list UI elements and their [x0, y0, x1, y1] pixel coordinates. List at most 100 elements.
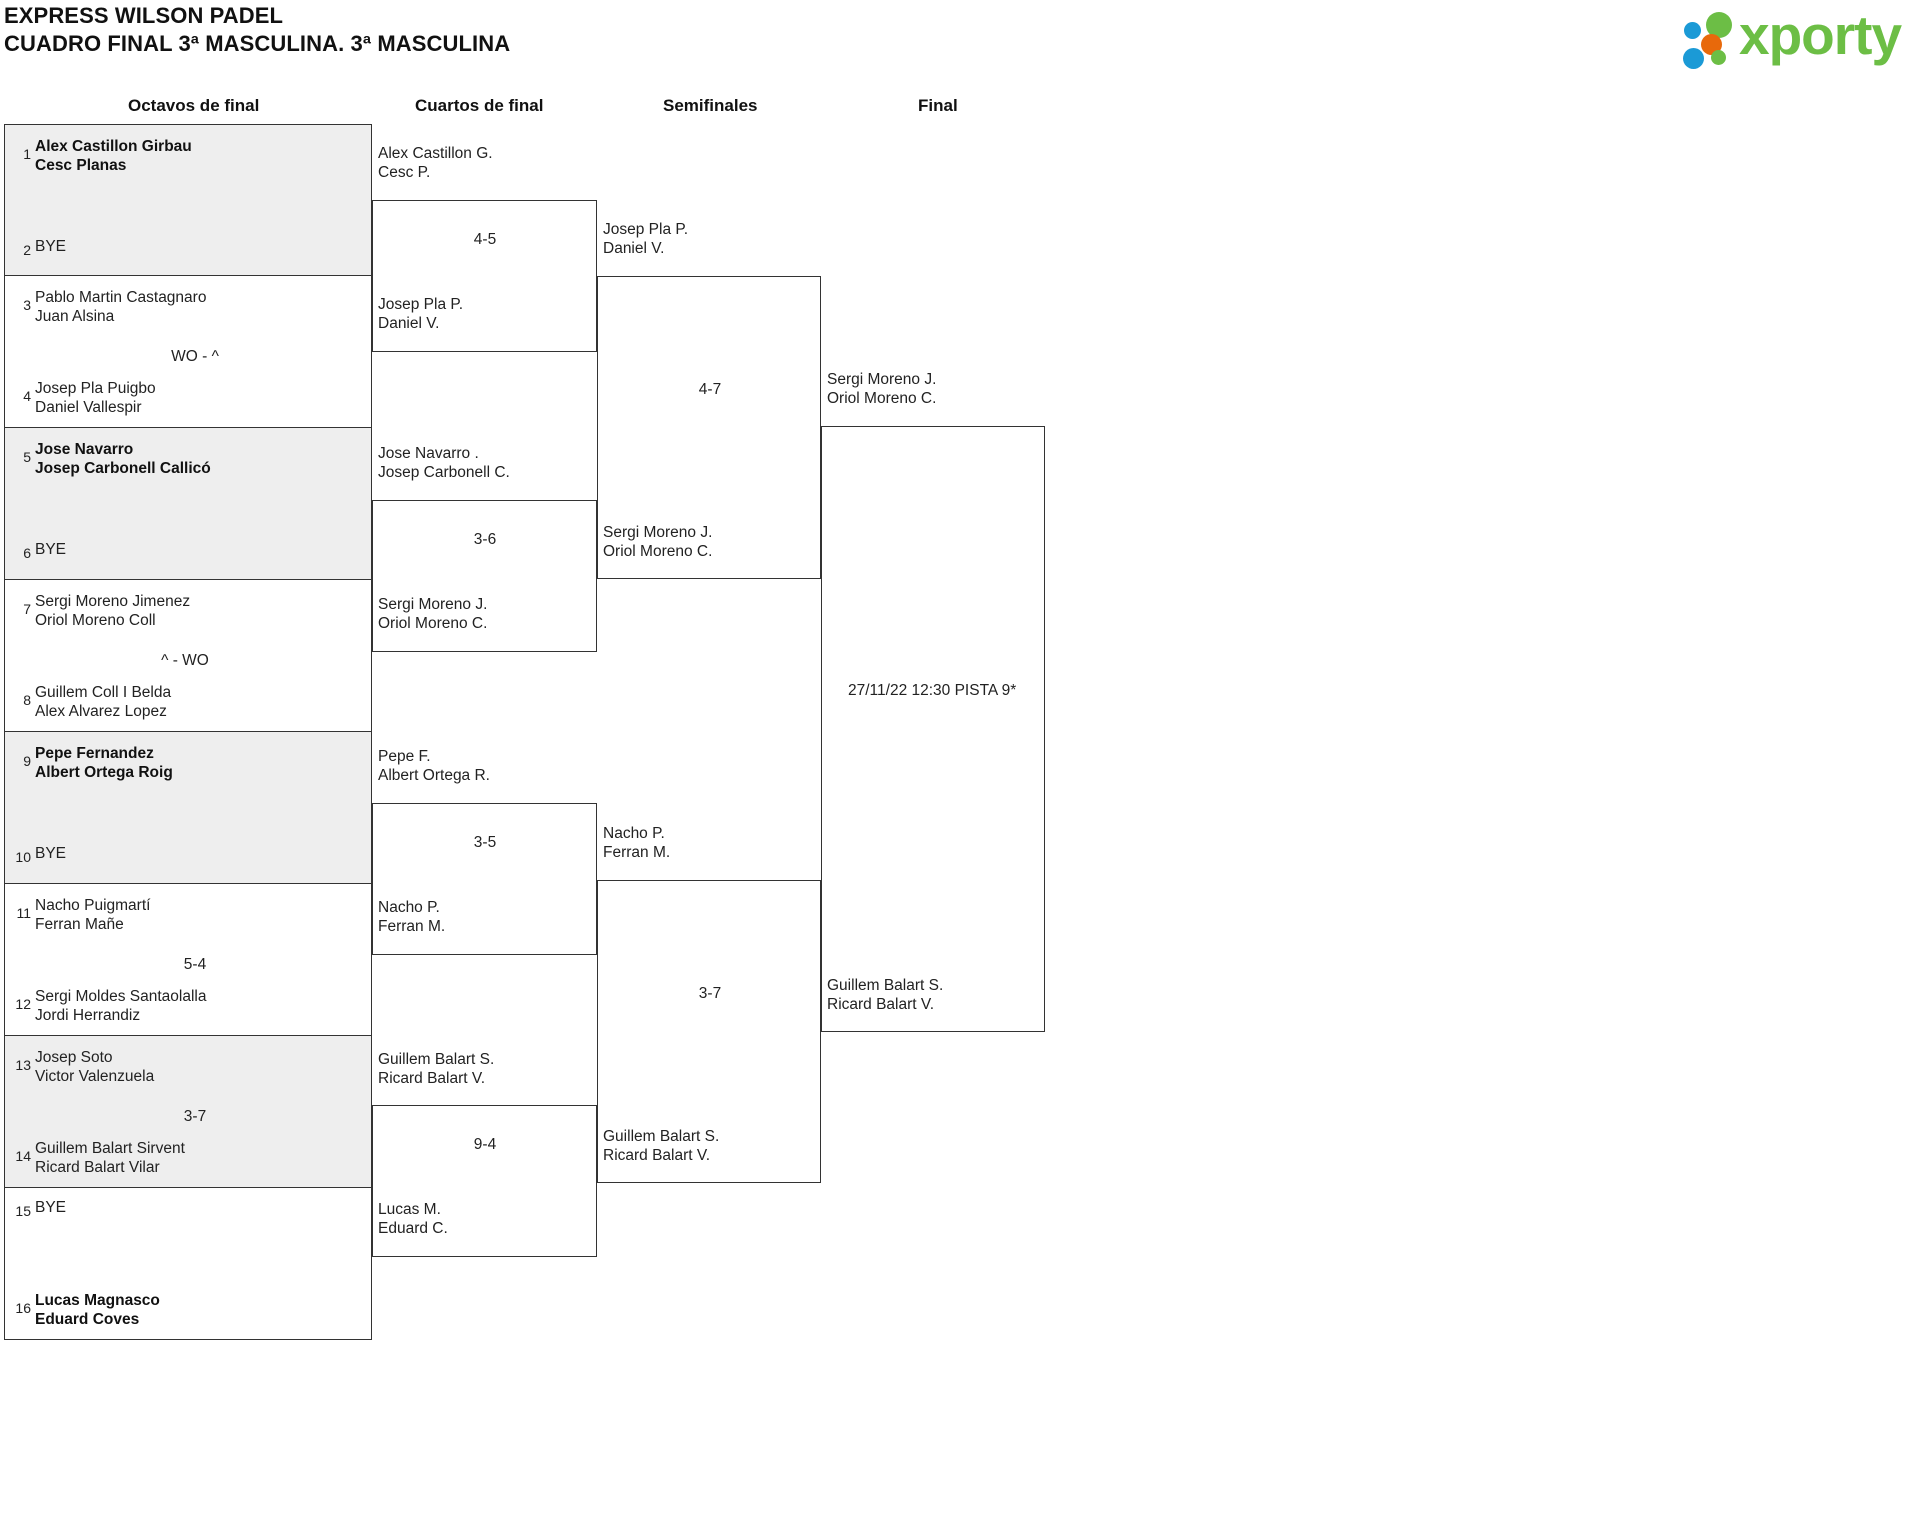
finalist-team[interactable]: Sergi Moreno J. Oriol Moreno C. [827, 370, 936, 408]
player-names: Pepe Fernandez Albert Ortega Roig [35, 744, 173, 782]
bye-label: BYE [35, 1199, 67, 1216]
seed-number: 10 [15, 849, 31, 865]
player-name-2: Alex Alvarez Lopez [35, 703, 167, 720]
player-names: Josep Soto Victor Valenzuela [35, 1048, 154, 1086]
player-name-2: Oriol Moreno C. [378, 615, 488, 632]
player-name-1: Alex Castillon G. [378, 145, 493, 162]
player-name-2: Cesc Planas [35, 157, 127, 174]
player-name-1: Sergi Moreno J. [378, 596, 488, 613]
player-name-2: Josep Carbonell Callicó [35, 460, 211, 477]
player-name-1: Josep Soto [35, 1049, 113, 1066]
player-names: Sergi Moreno Jimenez Oriol Moreno Coll [35, 592, 190, 630]
advancing-team[interactable]: Pepe F. Albert Ortega R. [378, 747, 490, 785]
player-name-2: Victor Valenzuela [35, 1068, 155, 1085]
seed-number: 13 [15, 1057, 31, 1073]
match-score: 3-7 [698, 985, 722, 1002]
seed-number: 11 [16, 905, 31, 921]
match-score: 4-7 [698, 381, 722, 398]
seed-number: 12 [15, 996, 31, 1012]
advancing-team[interactable]: Josep Pla P. Daniel V. [603, 220, 688, 258]
bracket-slot[interactable]: 13 Josep Soto Victor Valenzuela 3-7 14 G… [4, 1036, 372, 1188]
player-name-1: Guillem Coll I Belda [35, 684, 172, 701]
player-name-1: Jose Navarro [35, 441, 134, 458]
advancing-team[interactable]: Lucas M. Eduard C. [378, 1200, 448, 1238]
advancing-team[interactable]: Nacho P. Ferran M. [603, 824, 670, 862]
advancing-team[interactable]: Jose Navarro . Josep Carbonell C. [378, 444, 510, 482]
advancing-team[interactable]: Sergi Moreno J. Oriol Moreno C. [378, 595, 487, 633]
player-name-1: Sergi Moldes Santaolalla [35, 988, 207, 1005]
player-name-2: Jordi Herrandiz [35, 1007, 141, 1024]
bracket-slot[interactable]: 5 Jose Navarro Josep Carbonell Callicó 6… [4, 428, 372, 580]
logo-dots-icon [1683, 12, 1743, 69]
player-names: Alex Castillon Girbau Cesc Planas [35, 137, 192, 175]
advancing-team[interactable]: Alex Castillon G. Cesc P. [378, 144, 493, 182]
bracket-connector [821, 426, 1045, 1032]
advancing-team[interactable]: Guillem Balart S. Ricard Balart V. [603, 1127, 719, 1165]
player-name-2: Oriol Moreno Coll [35, 612, 156, 629]
player-name-2: Ricard Balart Vilar [35, 1159, 160, 1176]
player-names: Lucas Magnasco Eduard Coves [35, 1291, 160, 1329]
bracket-slot[interactable]: 1 Alex Castillon Girbau Cesc Planas 2 BY… [4, 124, 372, 276]
advancing-team[interactable]: Josep Pla P. Daniel V. [378, 295, 463, 333]
seed-number: 4 [23, 388, 31, 404]
bye-label: BYE [35, 238, 67, 255]
player-name-2: Ricard Balart V. [603, 1147, 711, 1164]
seed-number: 6 [23, 545, 31, 561]
xporty-logo: xporty [1683, 4, 1908, 69]
player-name-1: Lucas Magnasco [35, 1292, 160, 1309]
advancing-team[interactable]: Guillem Balart S. Ricard Balart V. [378, 1050, 494, 1088]
match-score: ^ - WO [161, 652, 209, 669]
player-names: Sergi Moldes Santaolalla Jordi Herrandiz [35, 987, 206, 1025]
player-name-2: Albert Ortega Roig [35, 764, 173, 781]
logo-dot-blue-large-icon [1683, 48, 1704, 69]
final-schedule: 27/11/22 12:30 PISTA 9* [848, 682, 1017, 699]
player-name-1: Sergi Moreno J. [603, 524, 713, 541]
bracket-connector [372, 200, 597, 352]
match-score: 3-5 [473, 834, 497, 851]
player-names: Jose Navarro Josep Carbonell Callicó [35, 440, 211, 478]
bracket-connector [372, 803, 597, 955]
bracket-connector [597, 880, 821, 1183]
player-name-1: Nacho P. [378, 899, 440, 916]
player-name-1: Pepe F. [378, 748, 431, 765]
player-name-1: Jose Navarro . [378, 445, 479, 462]
player-name-1: Sergi Moreno Jimenez [35, 593, 191, 610]
player-name-2: Daniel V. [378, 315, 440, 332]
bracket-slot[interactable]: 15 BYE 16 Lucas Magnasco Eduard Coves [4, 1188, 372, 1340]
bracket-slot[interactable]: 11 Nacho Puigmartí Ferran Mañe 5-4 12 Se… [4, 884, 372, 1036]
bracket-slot[interactable]: 3 Pablo Martin Castagnaro Juan Alsina WO… [4, 276, 372, 428]
player-name-2: Josep Carbonell C. [378, 464, 510, 481]
advancing-team[interactable]: Nacho P. Ferran M. [378, 898, 445, 936]
bracket-slot[interactable]: 7 Sergi Moreno Jimenez Oriol Moreno Coll… [4, 580, 372, 732]
logo-dot-orange-icon [1701, 34, 1722, 55]
bye-label: BYE [35, 845, 67, 862]
bracket-slot[interactable]: 9 Pepe Fernandez Albert Ortega Roig 10 B… [4, 732, 372, 884]
round-header-semifinales: Semifinales [663, 96, 758, 115]
player-name-2: Ricard Balart V. [378, 1070, 486, 1087]
finalist-team[interactable]: Guillem Balart S. Ricard Balart V. [827, 976, 943, 1014]
player-name-2: Daniel Vallespir [35, 399, 142, 416]
player-name-1: Josep Pla P. [603, 221, 689, 238]
player-name-2: Ricard Balart V. [827, 996, 935, 1013]
bye-label: BYE [35, 541, 67, 558]
page-title: EXPRESS WILSON PADEL CUADRO FINAL 3ª MAS… [4, 2, 510, 58]
seed-number: 16 [15, 1300, 31, 1316]
advancing-team[interactable]: Sergi Moreno J. Oriol Moreno C. [603, 523, 712, 561]
player-name-1: Nacho P. [603, 825, 665, 842]
player-name-1: Alex Castillon Girbau [35, 138, 192, 155]
player-name-1: Guillem Balart Sirvent [35, 1140, 185, 1157]
bracket-connector [372, 500, 597, 652]
match-score: 3-6 [473, 531, 497, 548]
player-names: Josep Pla Puigbo Daniel Vallespir [35, 379, 156, 417]
player-names: Pablo Martin Castagnaro Juan Alsina [35, 288, 206, 326]
bracket-connector [372, 1105, 597, 1257]
player-name-2: Eduard C. [378, 1220, 448, 1237]
player-name-1: Lucas M. [378, 1201, 441, 1218]
player-names: Nacho Puigmartí Ferran Mañe [35, 896, 150, 934]
player-names: Guillem Balart Sirvent Ricard Balart Vil… [35, 1139, 185, 1177]
player-names: Guillem Coll I Belda Alex Alvarez Lopez [35, 683, 171, 721]
seed-number: 15 [15, 1203, 31, 1219]
round-header-final: Final [918, 96, 958, 115]
match-score: 9-4 [473, 1136, 497, 1153]
match-score: 5-4 [183, 956, 207, 973]
